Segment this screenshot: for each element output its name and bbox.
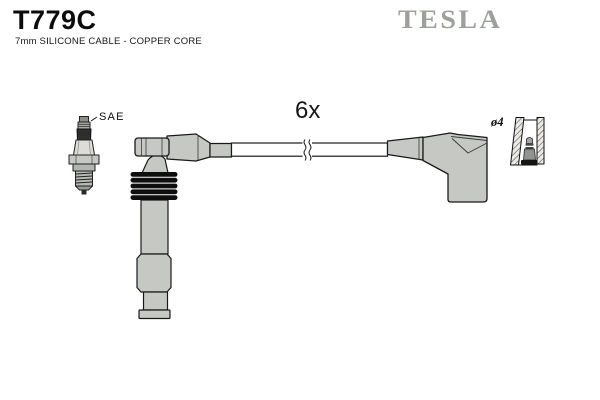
part-number: T779C: [13, 5, 97, 35]
terminal-cross-section-icon: [510, 117, 545, 166]
section-right-wall: [536, 117, 545, 165]
sae-leader-line: [90, 116, 98, 122]
coil-boot-connector: [130, 133, 233, 320]
plug-tip-taper: [75, 185, 93, 191]
ignition-cable: [230, 139, 389, 161]
cable-break-gap: [302, 141, 312, 159]
section-terminal-cap: [526, 137, 533, 144]
plug-ceramic: [73, 139, 95, 156]
boot-cap: [134, 137, 170, 157]
brand-logo: TESLA: [398, 5, 503, 35]
boot-crease: [451, 138, 488, 154]
spark-plug-icon: [68, 116, 100, 195]
boot-rim-line: [450, 136, 488, 141]
boot-nozzle: [209, 142, 233, 158]
sae-label: SAE: [99, 111, 125, 123]
section-left-wall: [510, 117, 525, 166]
plug-shell: [72, 163, 96, 172]
boot-ribs: [130, 172, 178, 200]
section-terminal-base: [521, 160, 538, 165]
plug-boot-connector: [386, 132, 488, 203]
boot-flange: [138, 309, 171, 320]
cable-break-mark: [303, 139, 307, 161]
boot-tube: [140, 199, 169, 255]
plug-electrode: [81, 190, 87, 195]
quantity-label: 6x: [295, 97, 321, 124]
section-terminal-body: [523, 148, 536, 161]
boot-dome: [141, 154, 169, 174]
boot-barrel: [136, 253, 172, 293]
boot-elbow-body: [422, 132, 488, 203]
part-description: 7mm SILICONE CABLE - COPPER CORE: [15, 36, 202, 47]
boot-step: [142, 291, 169, 311]
plug-terminal-nut: [77, 121, 91, 130]
boot-sleeve: [386, 136, 424, 161]
diameter-label: ø4: [491, 115, 504, 129]
plug-hex-nut: [68, 154, 100, 165]
plug-insulator-top: [76, 128, 92, 141]
cable-break-mark: [308, 139, 312, 161]
boot-body: [166, 133, 211, 162]
